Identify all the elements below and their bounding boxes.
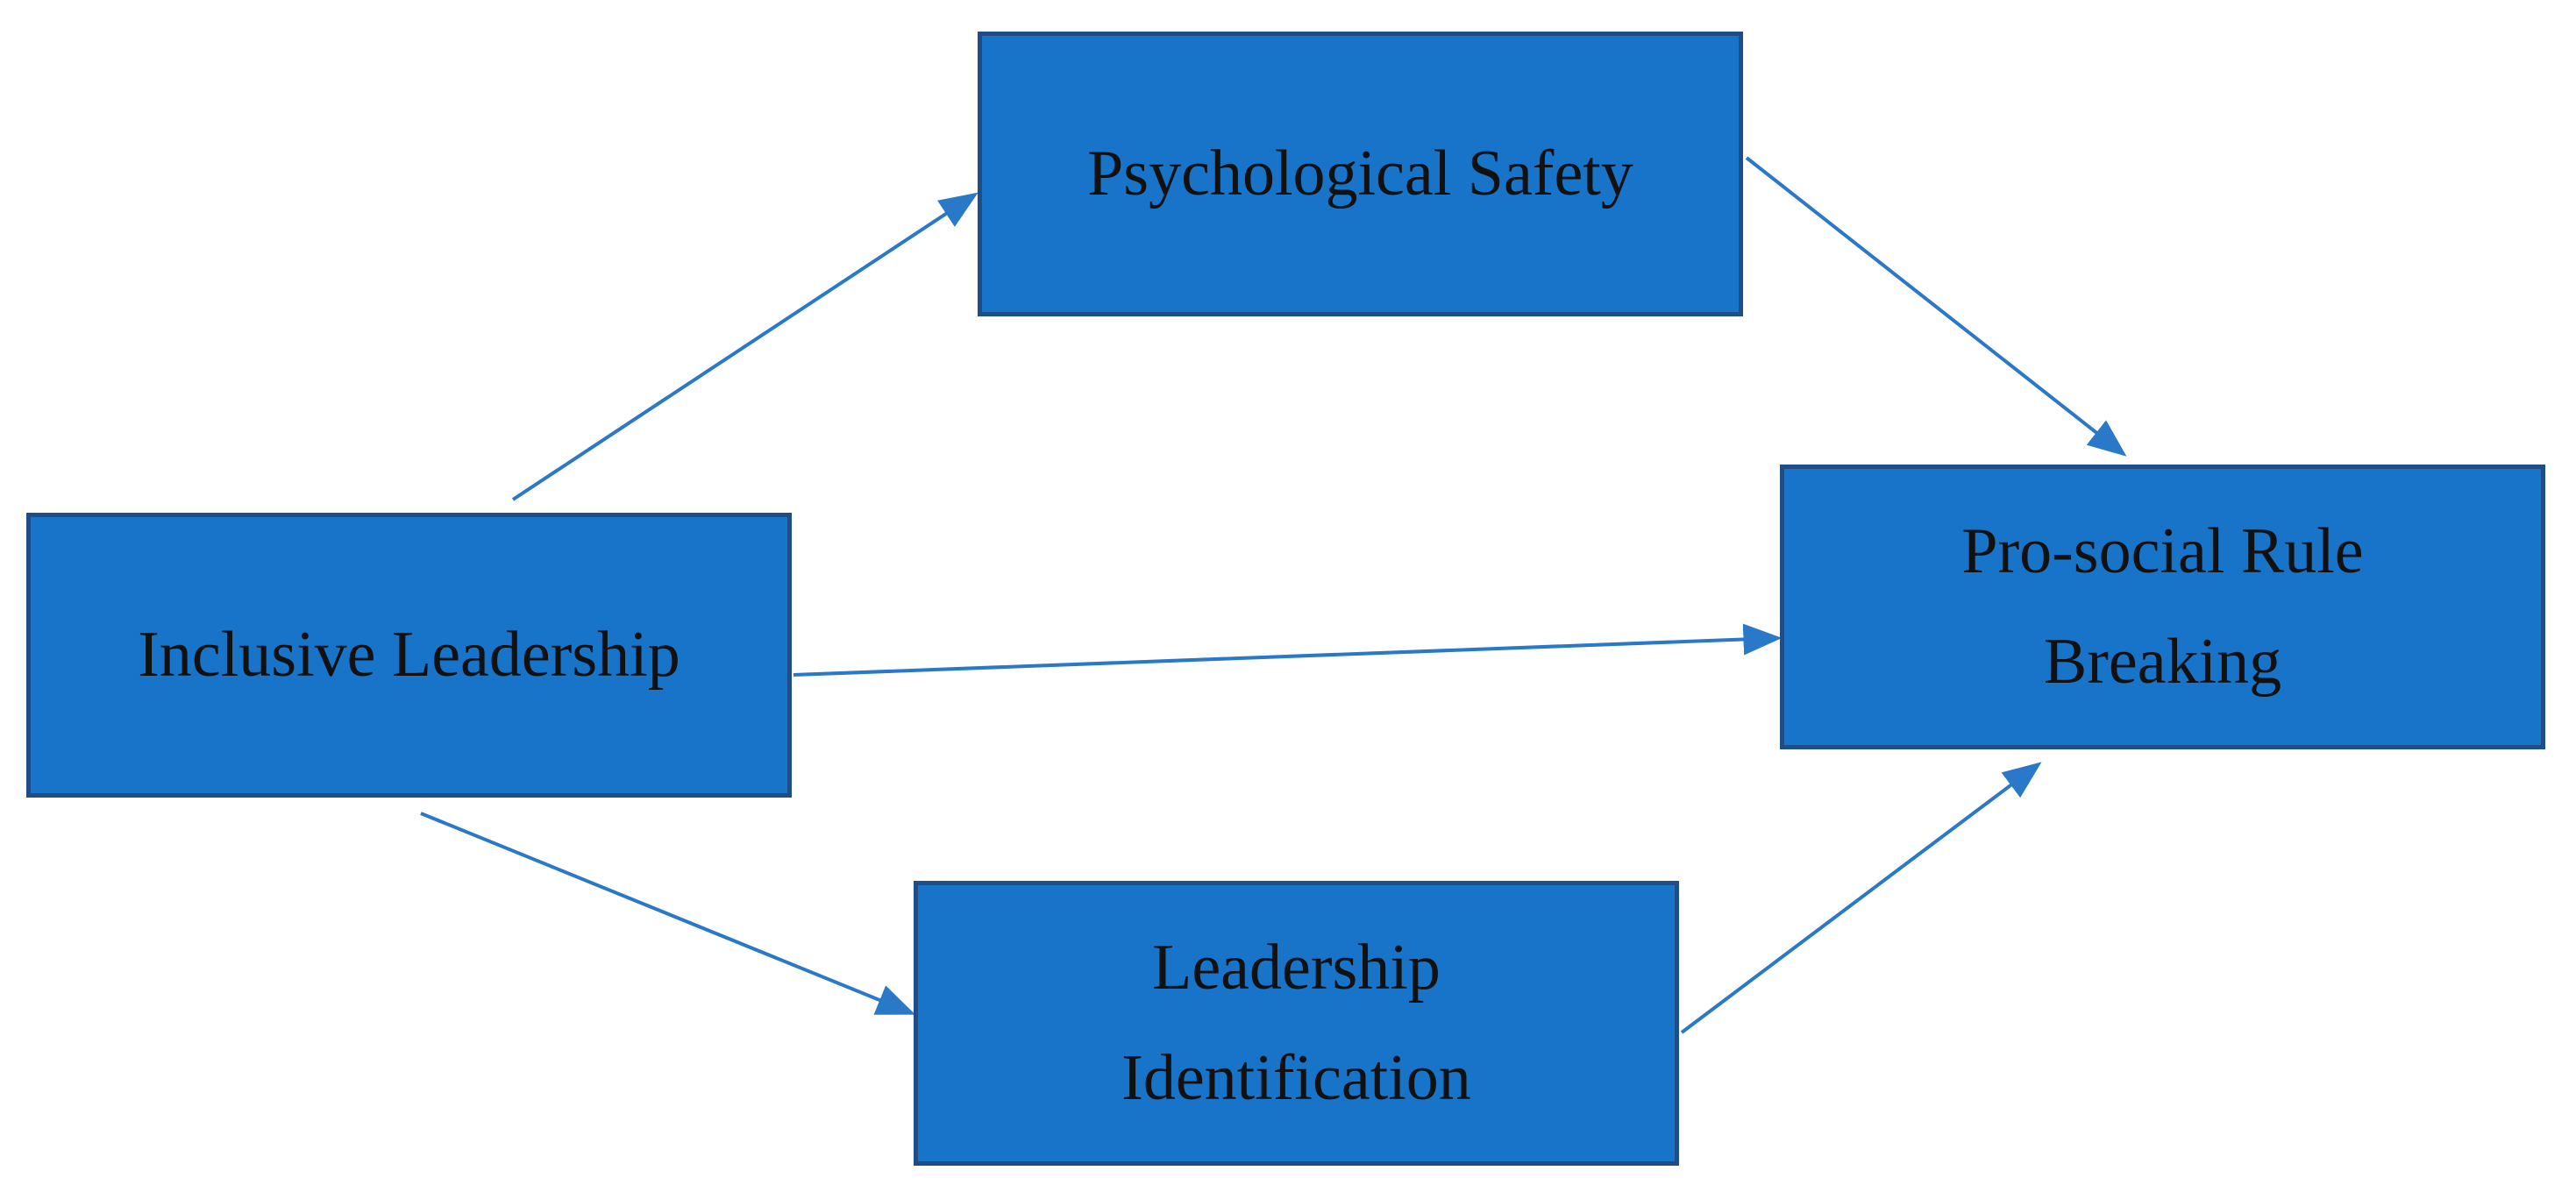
leadership-identification-box: Leadership Identification [914, 881, 1679, 1166]
arrow-inclusive-to-psychological-safety [511, 192, 978, 501]
arrow-inclusive-to-leadership-identification [420, 812, 916, 1015]
arrow-leadership-identification-to-prosocial [1680, 762, 2042, 1034]
arrow-psychological-safety-to-prosocial [1745, 156, 2127, 457]
arrow-inclusive-to-prosocial [793, 623, 1783, 677]
inclusive-leadership-box: Inclusive Leadership [26, 513, 792, 798]
psychological-safety-box: Psychological Safety [978, 32, 1743, 316]
pro-social-rule-breaking-box: Pro-social Rule Breaking [1780, 465, 2545, 749]
